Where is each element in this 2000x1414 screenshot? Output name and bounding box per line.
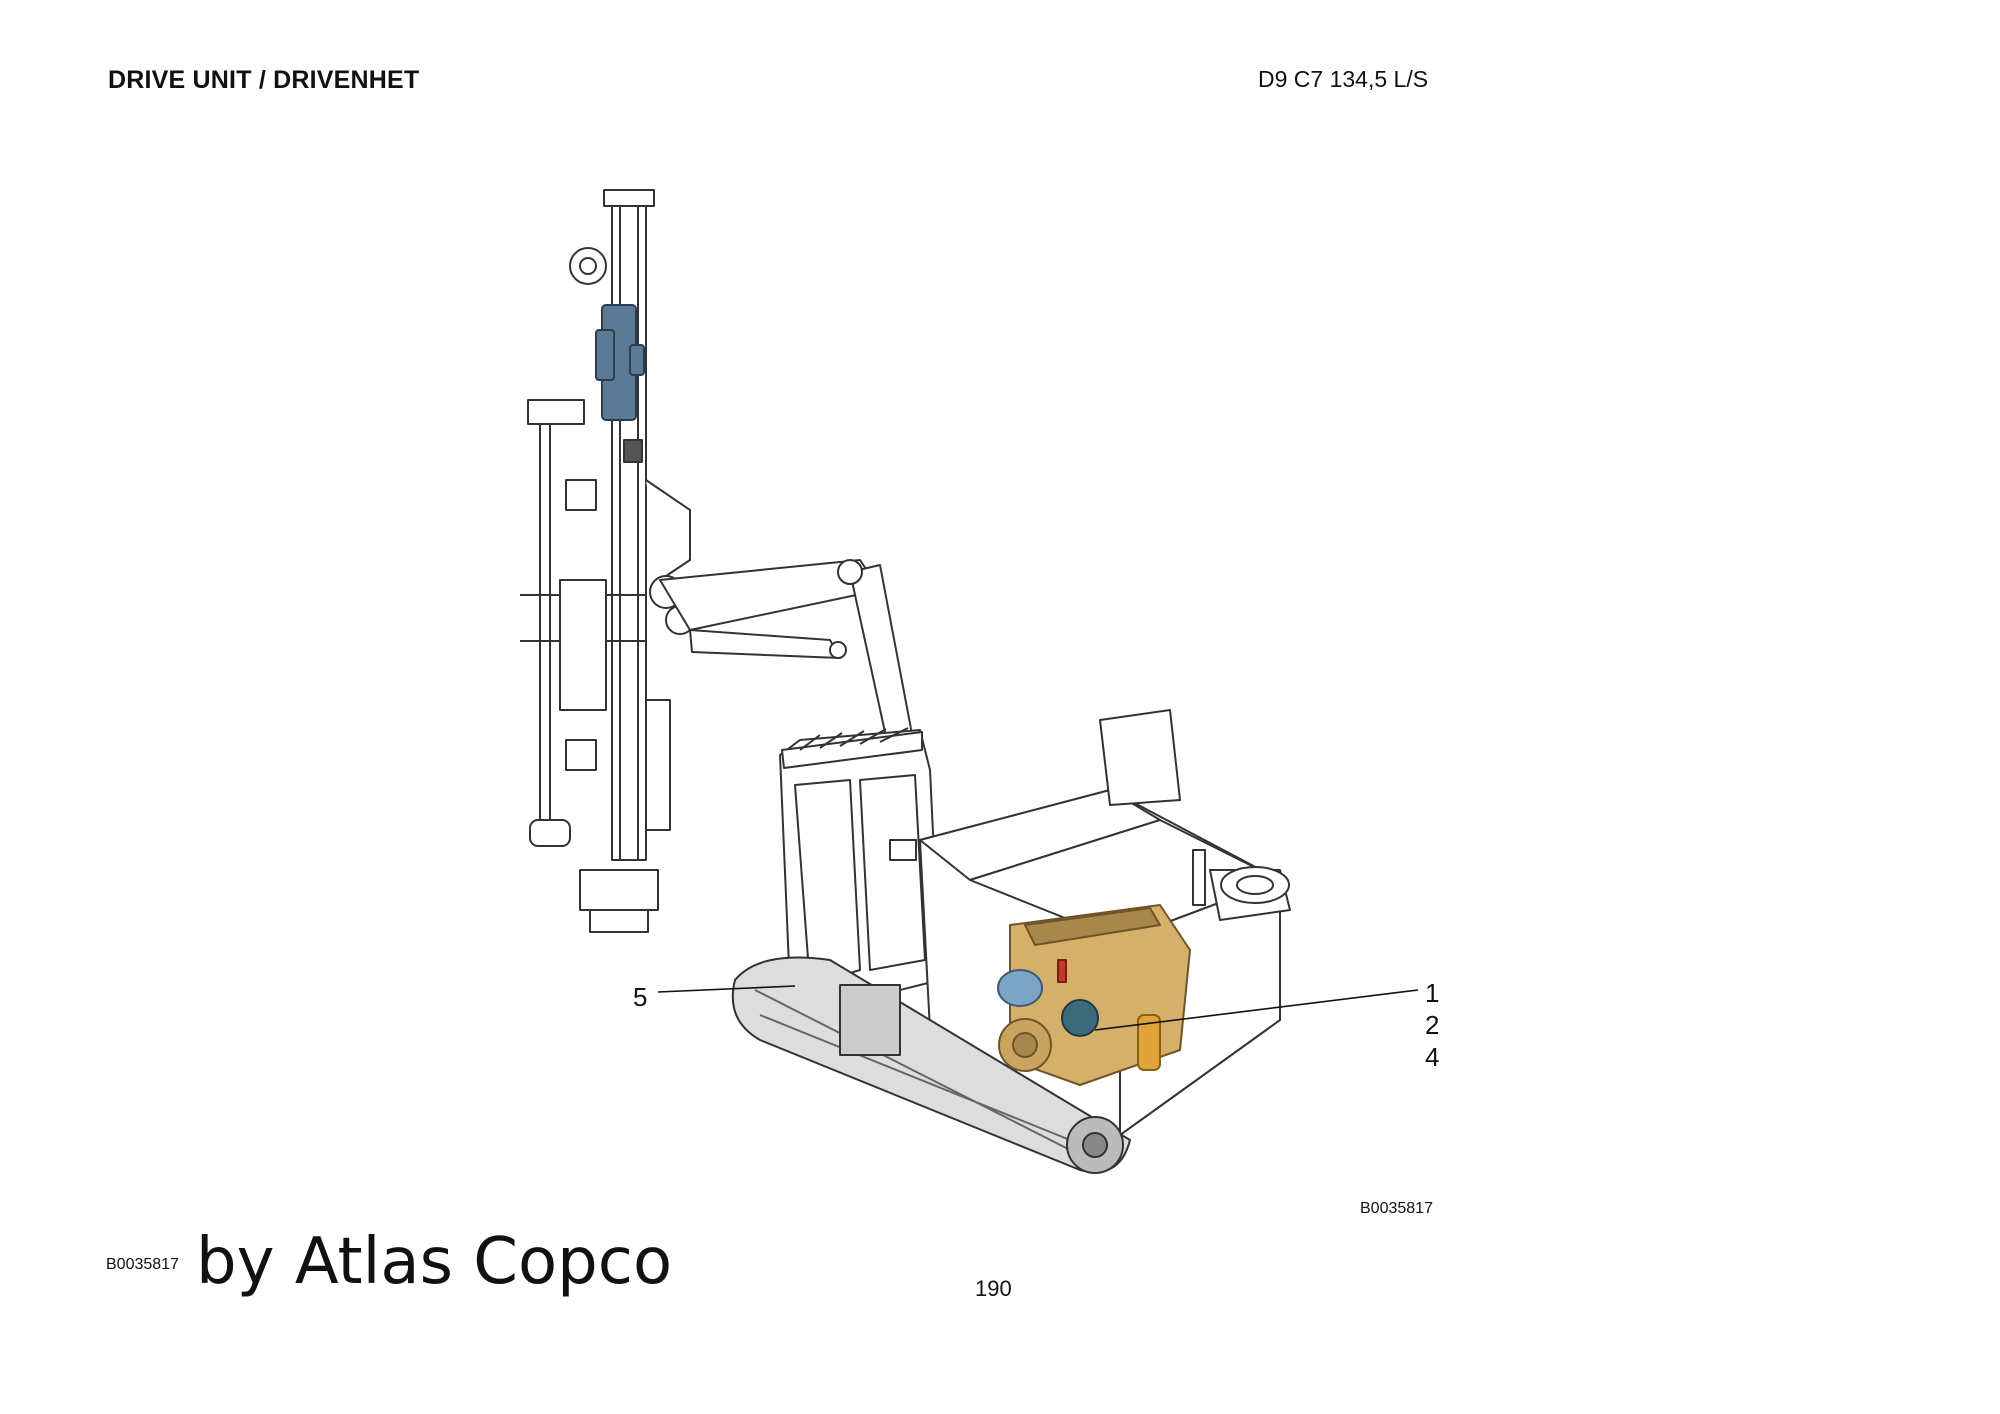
callout-4: 4 (1425, 1042, 1440, 1072)
cab (779, 727, 941, 1011)
model-designation: D9 C7 134,5 L/S (1258, 66, 1429, 92)
page-number: 190 (975, 1276, 1012, 1301)
drill-rig-illustration (520, 180, 1460, 1230)
rock-drill (595, 304, 645, 421)
leader-lines (657, 985, 1419, 1031)
crawler-track (731, 956, 1131, 1174)
page-title: DRIVE UNIT / DRIVENHET (108, 66, 420, 94)
footer-brand: by Atlas Copco (196, 1225, 673, 1299)
callout-1: 1 (1425, 978, 1440, 1008)
feed-mast (520, 189, 671, 933)
callout-5: 5 (633, 982, 648, 1012)
engine (997, 904, 1191, 1086)
image-code: B0035817 (1360, 1200, 1433, 1217)
footer-code: B0035817 (106, 1256, 179, 1273)
callout-2: 2 (1425, 1010, 1440, 1040)
boom (645, 479, 916, 756)
drill-rig-drawing (520, 189, 1419, 1174)
